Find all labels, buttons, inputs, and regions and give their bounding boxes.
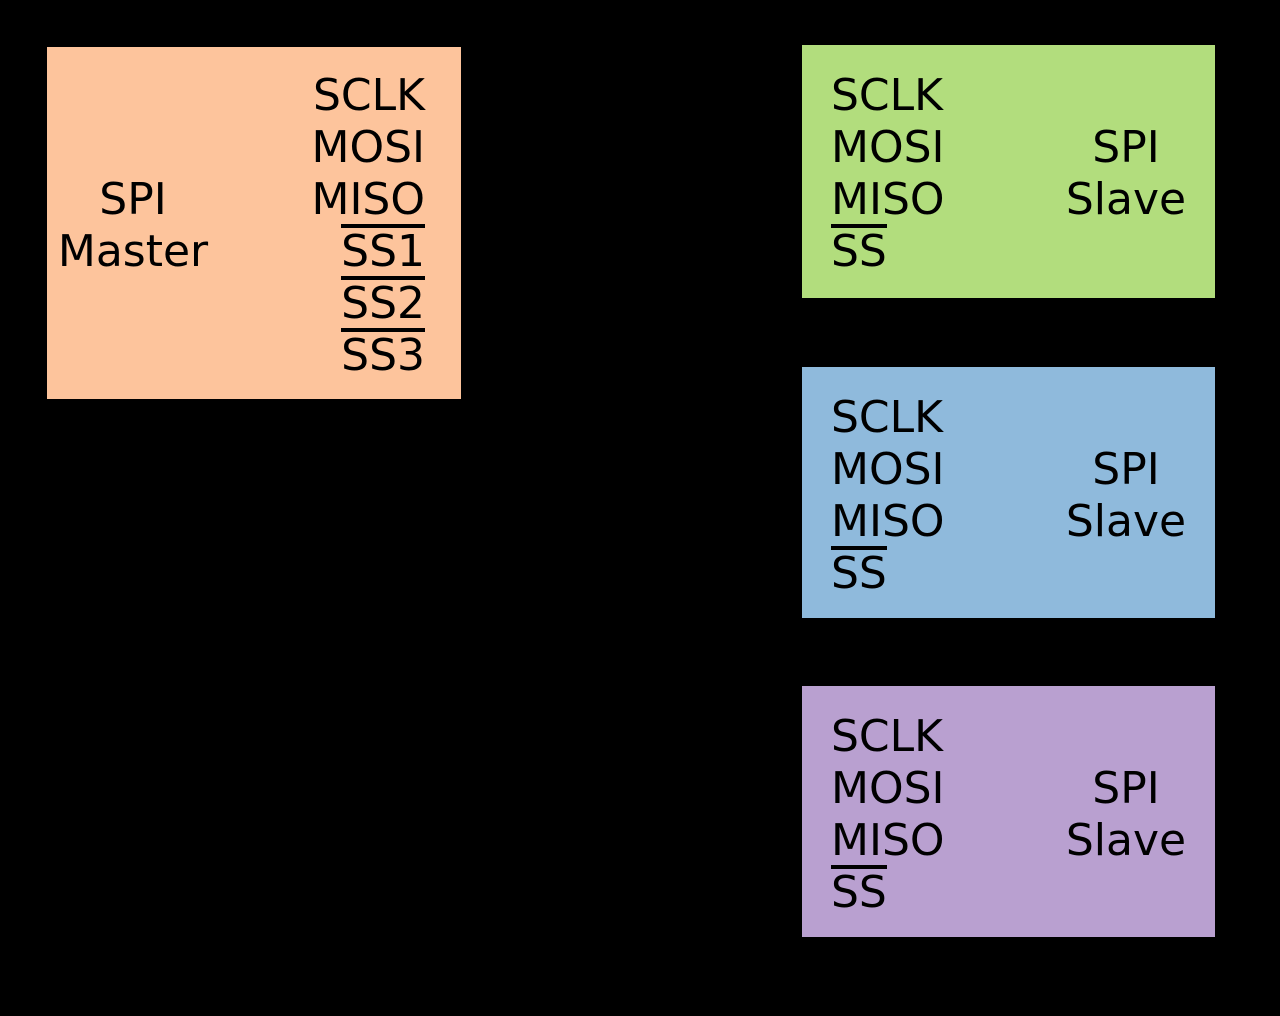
slave3-pin-sclk: SCLK: [831, 711, 944, 762]
slave3-label: SPI Slave: [1061, 763, 1191, 867]
slave2-pin-mosi: MOSI: [831, 444, 945, 495]
master-pin-list: SCLK MOSI MISO SS1 SS2 SS3: [311, 70, 425, 382]
slave2-label-line1: SPI: [1092, 444, 1160, 495]
slave2-label: SPI Slave: [1061, 444, 1191, 548]
slave1-pin-ss: SS: [831, 226, 887, 277]
master-label: SPI Master: [53, 174, 213, 278]
master-pin-mosi: MOSI: [311, 122, 425, 173]
slave3-label-line1: SPI: [1092, 763, 1160, 814]
master-pin-ss3: SS3: [341, 330, 425, 381]
spi-slave-block-1: SCLK MOSI MISO SS SPI Slave: [802, 45, 1215, 298]
slave2-label-line2: Slave: [1065, 496, 1187, 547]
slave1-pin-sclk: SCLK: [831, 70, 944, 121]
slave1-pin-list: SCLK MOSI MISO SS: [831, 70, 945, 278]
master-pin-sclk: SCLK: [312, 70, 425, 121]
master-label-line2: Master: [57, 226, 209, 277]
slave2-pin-sclk: SCLK: [831, 392, 944, 443]
slave1-label-line1: SPI: [1092, 122, 1160, 173]
slave1-label-line2: Slave: [1065, 174, 1187, 225]
master-pin-ss2: SS2: [341, 278, 425, 329]
slave3-pin-list: SCLK MOSI MISO SS: [831, 711, 945, 919]
slave2-pin-miso: MISO: [831, 496, 945, 547]
slave3-pin-miso: MISO: [831, 815, 945, 866]
slave3-pin-mosi: MOSI: [831, 763, 945, 814]
slave3-label-line2: Slave: [1065, 815, 1187, 866]
slave1-pin-miso: MISO: [831, 174, 945, 225]
slave2-pin-ss: SS: [831, 548, 887, 599]
slave3-pin-ss: SS: [831, 867, 887, 918]
spi-master-block: SPI Master SCLK MOSI MISO SS1 SS2 SS3: [47, 47, 461, 399]
master-pin-ss1: SS1: [341, 226, 425, 277]
spi-slave-block-3: SCLK MOSI MISO SS SPI Slave: [802, 686, 1215, 937]
slave1-pin-mosi: MOSI: [831, 122, 945, 173]
master-pin-miso: MISO: [311, 174, 425, 225]
slave2-pin-list: SCLK MOSI MISO SS: [831, 392, 945, 600]
spi-slave-block-2: SCLK MOSI MISO SS SPI Slave: [802, 367, 1215, 618]
slave1-label: SPI Slave: [1061, 122, 1191, 226]
master-label-line1: SPI: [99, 174, 167, 225]
